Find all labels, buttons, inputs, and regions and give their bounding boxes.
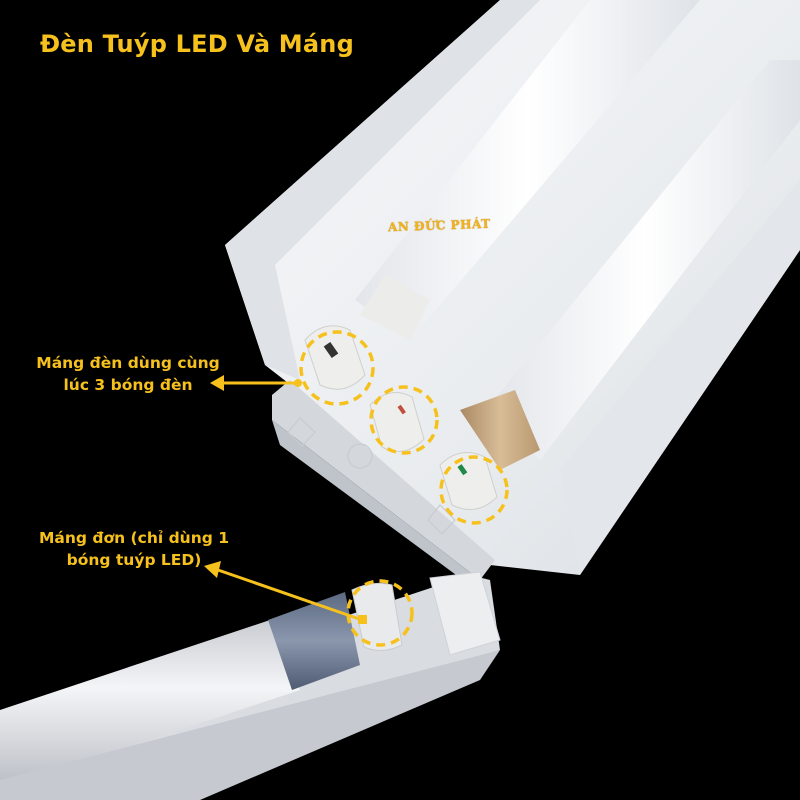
single-fixture	[0, 571, 501, 800]
callout-line: Máng đèn dùng cùng	[36, 354, 220, 372]
callout-line: lúc 3 bóng đèn	[63, 376, 193, 394]
callout-single-fixture: Máng đơn (chỉ dùng 1 bóng tuýp LED)	[24, 527, 244, 571]
highlight-single-socket	[346, 579, 414, 647]
highlight-circles	[299, 330, 509, 647]
highlight-socket-3	[439, 455, 509, 525]
highlight-socket-2	[369, 385, 439, 455]
highlight-socket-1	[299, 330, 375, 406]
triple-fixture	[225, 0, 800, 600]
callout-triple-fixture: Máng đèn dùng cùng lúc 3 bóng đèn	[28, 352, 228, 396]
callout-line: Máng đơn (chỉ dùng 1	[38, 529, 230, 547]
callout-arrows	[204, 375, 367, 624]
callout-line: bóng tuýp LED)	[66, 551, 202, 569]
page-title: Đèn Tuýp LED Và Máng	[40, 30, 354, 58]
